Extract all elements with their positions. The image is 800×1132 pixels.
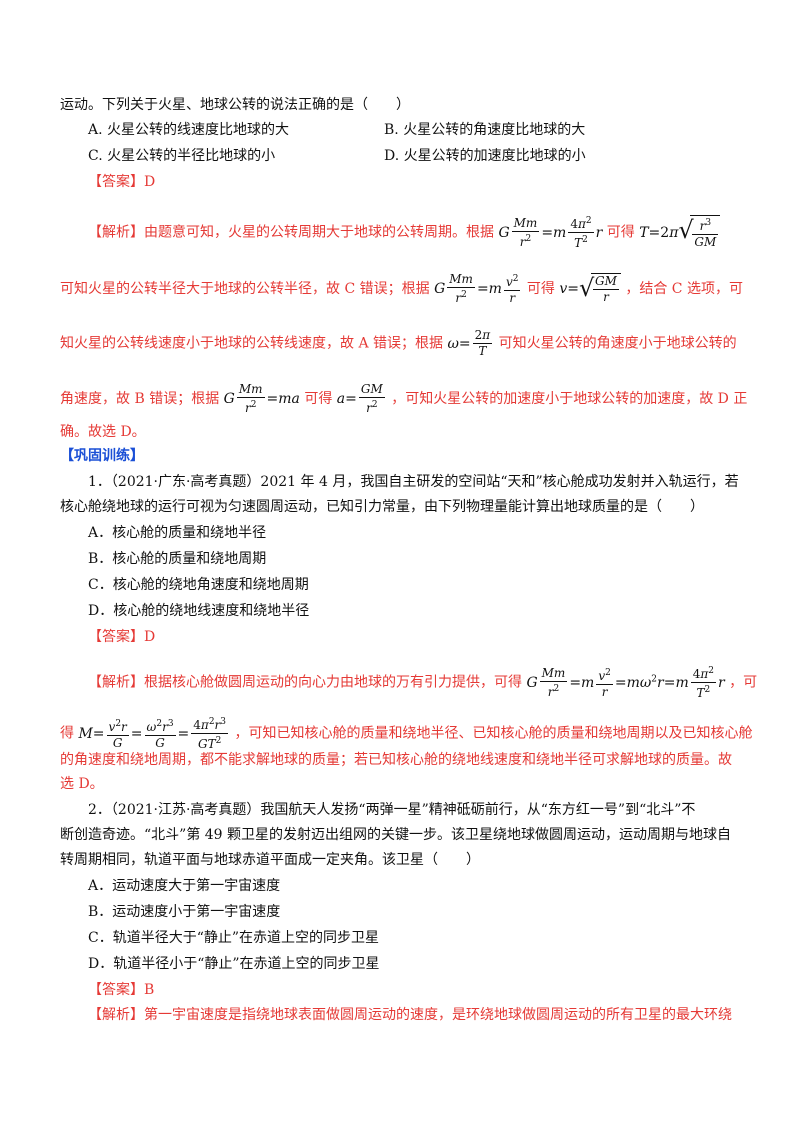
- q1-line-2: 核心舱绕地球的运行可视为匀速圆周运动，已知引力常量，由下列物理量能计算出地球质量…: [60, 499, 704, 515]
- exp-text: 第一宇宙速度是指绕地球表面做圆周运动的速度，是环绕地球做圆周运动的所有卫星的最大…: [144, 1007, 732, 1023]
- q2-option-b: B．运动速度小于第一宇宙速度: [88, 904, 281, 920]
- section-title: 【巩固训练】: [60, 448, 144, 464]
- q2-option-a: A．运动速度大于第一宇宙速度: [88, 878, 281, 894]
- question-intro: 运动。下列关于火星、地球公转的说法正确的是（ ）: [60, 97, 410, 113]
- exp-text: 可得: [304, 391, 333, 407]
- option-a: A. 火星公转的线速度比地球的大: [88, 122, 290, 138]
- explanation-line-5: 确。故选 D。: [60, 424, 146, 440]
- q1-option-b: B．核心舱的质量和绕地周期: [88, 551, 267, 567]
- exp-text: 可知火星的公转半径大于地球的公转半径，故 C 错误；根据: [60, 281, 430, 297]
- explanation-tag: 【解析】: [88, 1007, 144, 1023]
- q2-option-c: C．轨道半径大于“静止”在赤道上空的同步卫星: [88, 930, 380, 946]
- q2-line-2: 断创造奇迹。“北斗”第 49 颗卫星的发射迈出组网的关键一步。该卫星绕地球做圆周…: [60, 827, 732, 843]
- q1-option-d: D．核心舱的绕地线速度和绕地半径: [88, 603, 310, 619]
- explanation-tag: 【解析】: [88, 674, 144, 691]
- exp-text: ，结合 C 选项，可: [625, 281, 743, 297]
- q1-explanation-line-4: 选 D。: [60, 776, 104, 792]
- answer-label: 【答案】D: [88, 174, 156, 190]
- exp-text: ，可: [729, 674, 758, 691]
- exp-text: 根据核心舱做圆周运动的向心力由地球的万有引力提供，可得: [144, 674, 522, 691]
- q2-line-3: 转周期相同，轨道平面与地球赤道平面成一定夹角。该卫星（ ）: [60, 852, 480, 868]
- exp-text: 得: [60, 725, 74, 742]
- exp-text: 可知火星公转的角速度小于地球公转的: [498, 335, 737, 352]
- q1-line-1: 1．（2021·广东·高考真题）2021 年 4 月，我国自主研发的空间站“天和…: [88, 474, 739, 490]
- q2-answer: 【答案】B: [88, 982, 155, 998]
- exp-text: ，可知火星公转的加速度小于地球公转的加速度，故 D 正: [391, 391, 748, 407]
- exp-text: 可得: [606, 224, 635, 241]
- option-d: D. 火星公转的加速度比地球的小: [384, 148, 586, 164]
- exp-text: 由题意可知，火星的公转周期大于地球的公转周期。根据: [144, 224, 494, 241]
- explanation-tag: 【解析】: [88, 224, 144, 241]
- exp-text: 可得: [526, 281, 555, 297]
- exp-text: 知火星的公转线速度小于地球的公转线速度，故 A 错误；根据: [60, 335, 444, 352]
- q2-option-d: D．轨道半径小于“静止”在赤道上空的同步卫星: [88, 956, 380, 972]
- exp-text: ，可知已知核心舱的质量和绕地半径、已知核心舱的质量和绕地周期以及已知核心舱: [234, 725, 753, 742]
- q1-explanation-line-3: 的角速度和绕地周期，都不能求解地球的质量；若已知核心舱的绕地线速度和绕地半径可求…: [60, 752, 732, 768]
- q1-option-a: A．核心舱的质量和绕地半径: [88, 525, 267, 541]
- exp-text: 角速度，故 B 错误；根据: [60, 391, 220, 407]
- q2-line-1: 2．（2021·江苏·高考真题）我国航天人发扬“两弹一星”精神砥砺前行，从“东方…: [88, 802, 696, 818]
- q1-answer: 【答案】D: [88, 629, 156, 645]
- q1-option-c: C．核心舱的绕地角速度和绕地周期: [88, 577, 309, 593]
- q2-explanation-line-1: 【解析】第一宇宙速度是指绕地球表面做圆周运动的速度，是环绕地球做圆周运动的所有卫…: [88, 1005, 732, 1025]
- option-c: C. 火星公转的半径比地球的小: [88, 148, 276, 164]
- option-b: B. 火星公转的角速度比地球的大: [384, 122, 586, 138]
